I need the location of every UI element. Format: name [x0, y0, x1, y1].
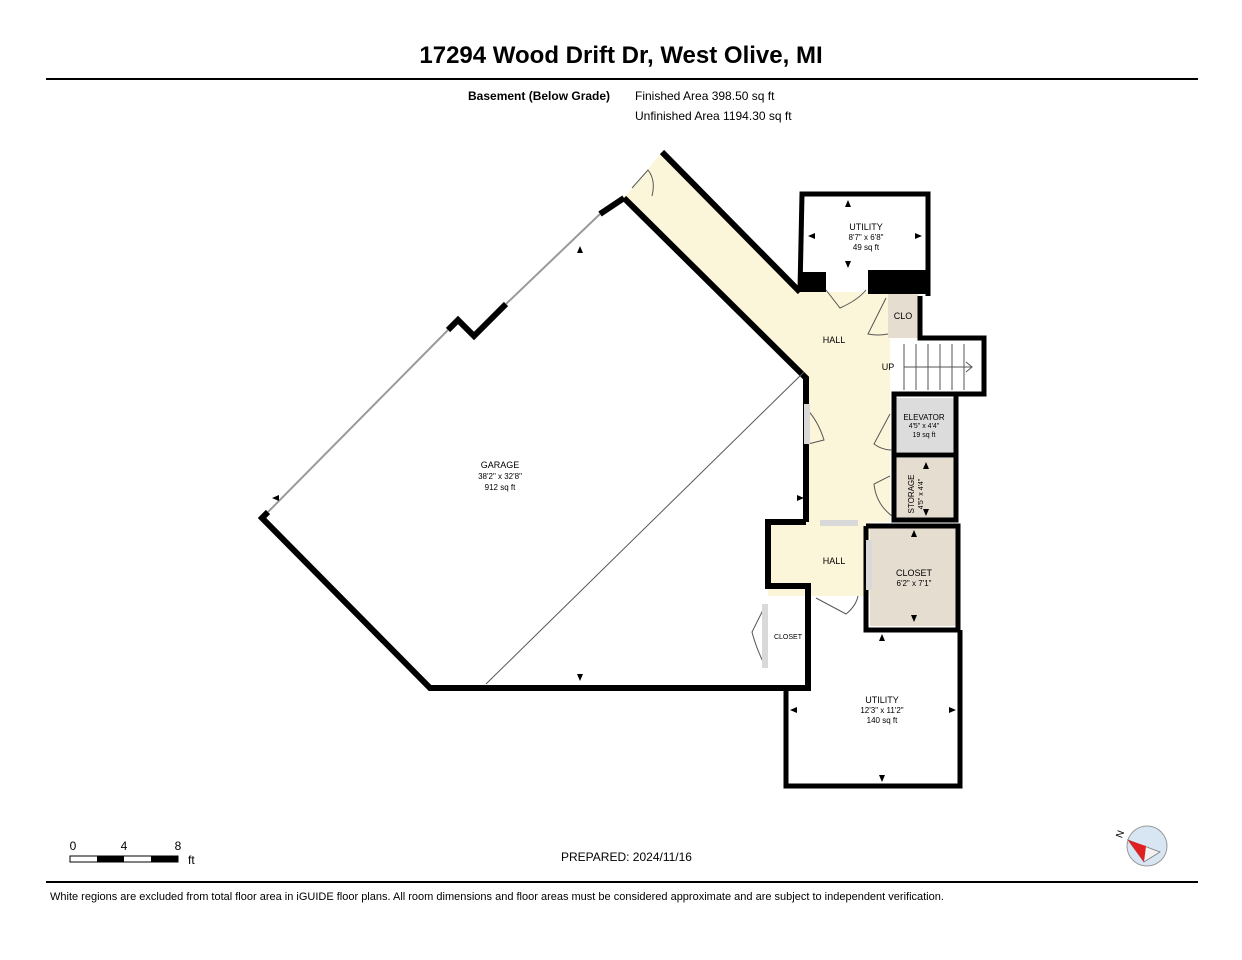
hall-fill	[624, 152, 890, 522]
garage-walls	[257, 149, 811, 691]
hall-lower-label: HALL	[823, 556, 846, 566]
scale-tick-4: 4	[121, 839, 128, 853]
storage-dims: 4'5" x 4'4"	[918, 478, 925, 509]
scale-tick-0: 0	[70, 839, 77, 853]
garage-openings	[267, 213, 601, 513]
utility-top-block-left	[800, 272, 826, 292]
utility-bottom-name: UTILITY	[865, 695, 899, 705]
utility-top-walls	[797, 191, 931, 296]
closet-main-label: CLOSET 6'2" x 7'1"	[896, 568, 933, 588]
lower-hall-fill	[768, 522, 870, 596]
closet-main-fill	[870, 528, 956, 626]
elevator-area: 19 sq ft	[913, 432, 936, 439]
closet-small-label: CLOSET	[774, 634, 803, 641]
stairs	[903, 344, 973, 390]
elevator-label: ELEVATOR 4'5" x 4'4" 19 sq ft	[903, 413, 945, 439]
utility-top-name: UTILITY	[849, 222, 883, 232]
elevator-name: ELEVATOR	[903, 413, 945, 422]
compass-label: N	[1114, 829, 1127, 840]
closet-main-dims: 6'2" x 7'1"	[897, 579, 932, 588]
header-rule	[46, 78, 1198, 80]
utility-bottom-area: 140 sq ft	[867, 716, 898, 725]
utility-top-area: 49 sq ft	[853, 243, 880, 252]
clo-label: CLO	[894, 311, 913, 321]
garage-diagonal	[485, 371, 805, 685]
clo-fill	[888, 294, 918, 338]
scale-unit: ft	[188, 853, 195, 867]
garage-area: 912 sq ft	[485, 483, 516, 492]
address-title: 17294 Wood Drift Dr, West Olive, MI	[419, 42, 823, 69]
utility-top-label: UTILITY 8'7" x 6'8" 49 sq ft	[849, 222, 884, 252]
utility-bottom-dims: 12'3" x 11'2"	[860, 706, 903, 715]
utility-top-dims: 8'7" x 6'8"	[849, 233, 884, 242]
elevator-dims: 4'5" x 4'4"	[909, 423, 940, 430]
unfinished-area: Unfinished Area 1194.30 sq ft	[635, 109, 792, 123]
hall-main-label: HALL	[823, 335, 846, 345]
storage-name: STORAGE	[907, 475, 916, 514]
elevator-fill	[894, 398, 956, 452]
garage-name: GARAGE	[481, 460, 520, 470]
prepared-date: PREPARED: 2024/11/16	[561, 850, 692, 864]
closet-main-name: CLOSET	[896, 568, 933, 578]
stairs-label: UP	[882, 362, 895, 372]
garage-dims: 38'2" x 32'8"	[478, 472, 522, 481]
disclaimer: White regions are excluded from total fl…	[50, 891, 944, 903]
door-openings	[762, 404, 872, 668]
garage-label: GARAGE 38'2" x 32'8" 912 sq ft	[478, 460, 522, 492]
scale-bar: 0 4 8 ft	[69, 839, 195, 867]
utility-top-block-right	[868, 270, 928, 294]
east-walls	[783, 296, 987, 789]
scale-tick-8: 8	[175, 839, 182, 853]
compass-icon: N	[1114, 825, 1168, 867]
storage-label: STORAGE 4'5" x 4'4"	[907, 475, 925, 514]
level-label: Basement (Below Grade)	[468, 89, 611, 103]
dimension-arrows	[272, 200, 956, 782]
utility-bottom-label: UTILITY 12'3" x 11'2" 140 sq ft	[860, 695, 903, 725]
footer-rule	[46, 881, 1198, 883]
finished-area: Finished Area 398.50 sq ft	[635, 89, 775, 103]
